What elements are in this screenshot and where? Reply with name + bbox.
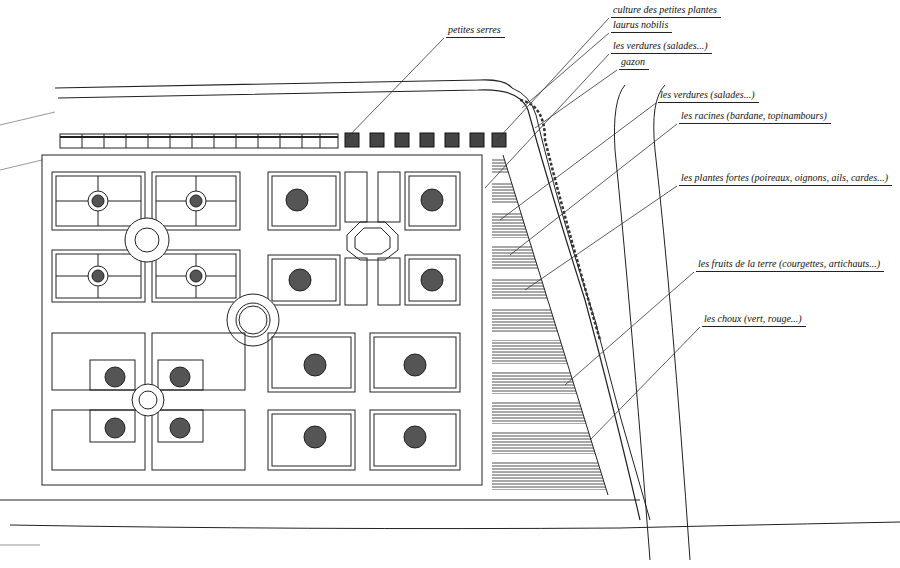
annotation-label: gazon <box>619 56 649 70</box>
annotation-label: les verdures (salades...) <box>611 40 712 54</box>
annotation-label: les racines (bardane, topinambours) <box>679 110 831 124</box>
annotation-label: petites serres <box>446 24 505 38</box>
annotation-label: les verdures (salades...) <box>658 89 759 103</box>
annotation-label: les fruits de la terre (courgettes, arti… <box>696 258 884 272</box>
annotation-label: culture des petites plantes <box>611 4 721 18</box>
annotation-label: laurus nobilis <box>611 19 672 33</box>
annotation-label: les choux (vert, rouge...) <box>702 313 806 327</box>
annotation-label: les plantes fortes (poireaux, oignons, a… <box>679 172 892 186</box>
